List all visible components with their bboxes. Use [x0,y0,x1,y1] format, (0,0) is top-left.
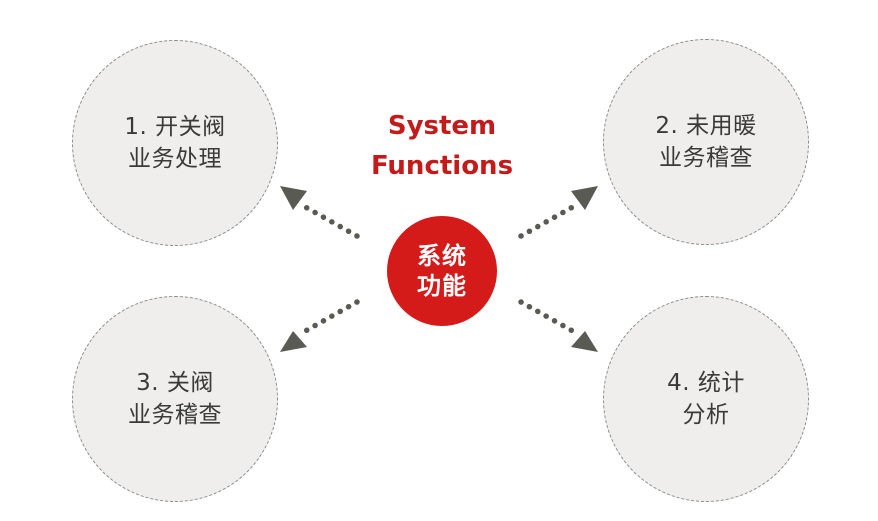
node-3-line-1: 3. 关阀 [136,370,214,396]
node-1-line-2: 业务处理 [128,146,222,172]
node-1-line-1: 1. 开关阀 [124,114,226,140]
node-2-line-2: 业务稽查 [659,145,753,171]
diagram-title: System Functions [330,106,554,186]
center-hub: 系统 功能 [387,216,497,326]
node-4-line-1: 4. 统计 [667,370,745,396]
title-line-1: System [387,111,497,141]
arrow-to-node-4 [518,299,598,352]
function-node-3: 3. 关阀 业务稽查 [72,296,278,502]
node-3-line-2: 业务稽查 [128,402,222,428]
arrow-to-node-2 [518,186,598,239]
node-2-line-1: 2. 未用暖 [655,113,757,139]
function-node-4: 4. 统计 分析 [603,296,809,502]
function-node-1: 1. 开关阀 业务处理 [72,40,278,246]
center-line-2: 功能 [417,272,467,300]
function-node-2: 2. 未用暖 业务稽查 [603,39,809,245]
arrow-to-node-1 [280,186,360,239]
title-line-2: Functions [370,151,514,181]
center-line-1: 系统 [417,242,467,270]
arrow-to-node-3 [280,299,360,352]
node-4-line-2: 分析 [682,402,730,428]
